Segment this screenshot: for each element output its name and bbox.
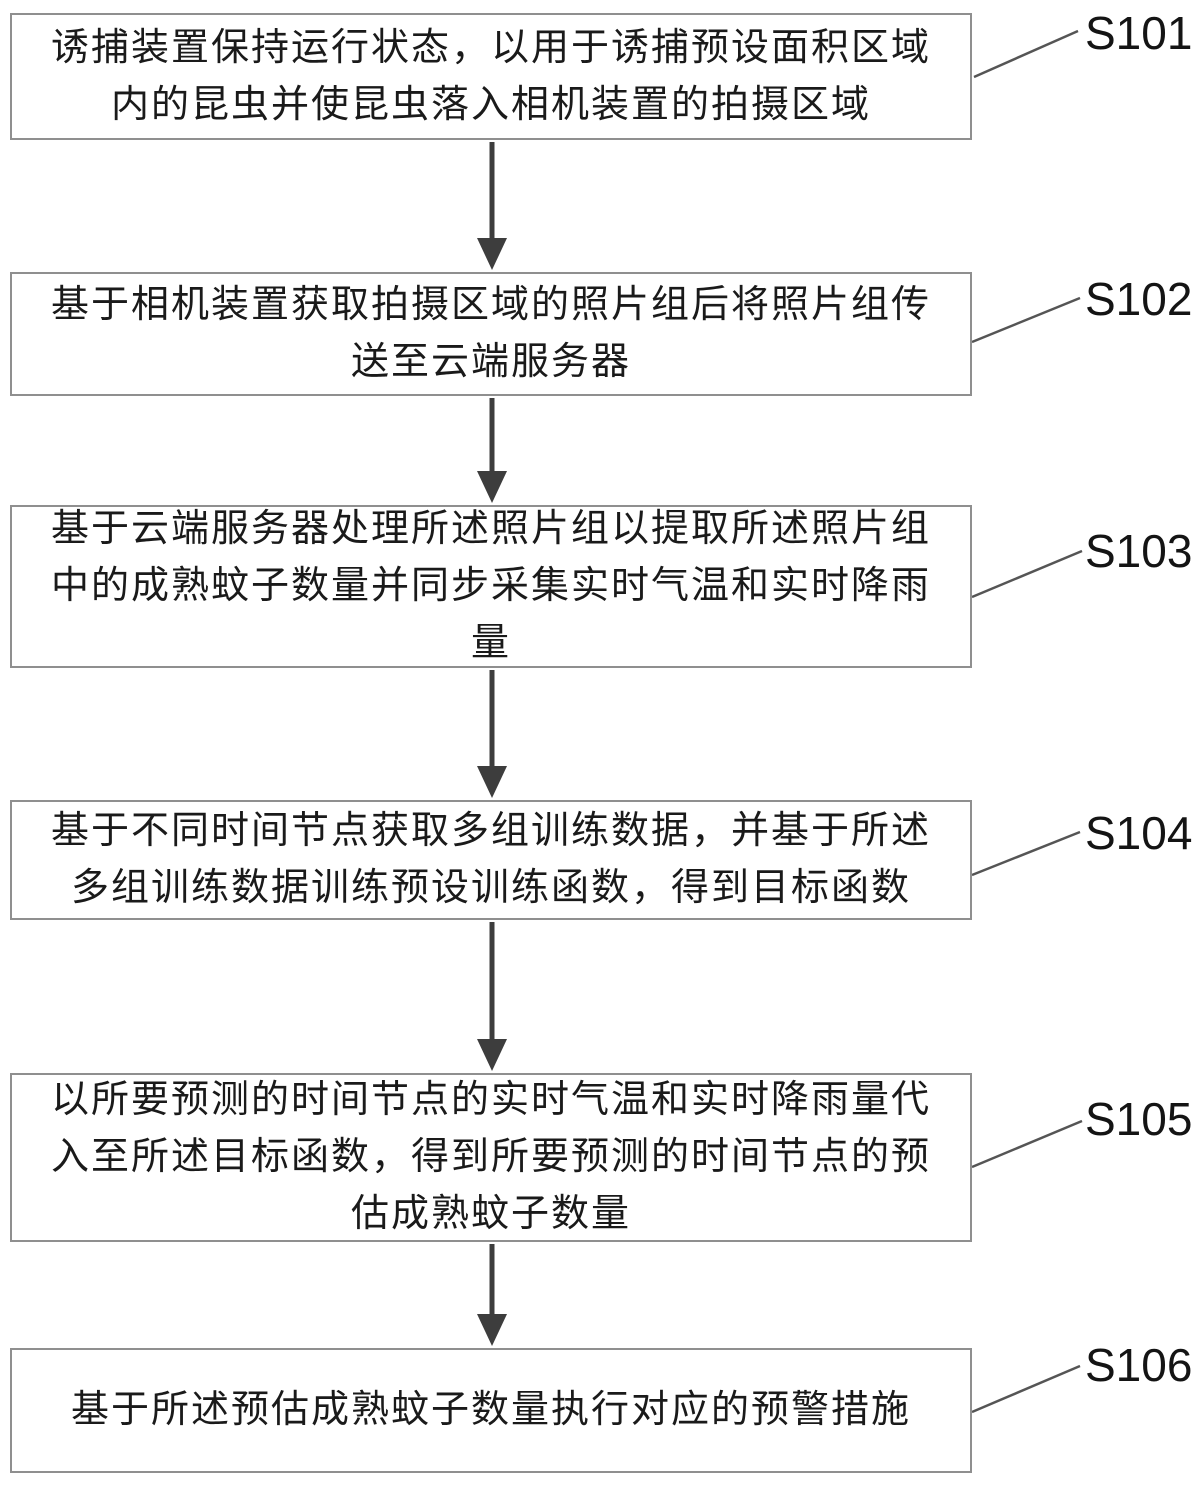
leader-line-s106: [971, 1364, 1081, 1414]
flow-arrow-s104-s105: [477, 922, 507, 1071]
step-label-s102: S102: [1085, 273, 1193, 325]
flow-step-box-s103: 基于云端服务器处理所述照片组以提取所述照片组中的成熟蚊子数量并同步采集实时气温和…: [10, 505, 972, 668]
flow-step-text-s104: 基于不同时间节点获取多组训练数据，并基于所述多组训练数据训练预设训练函数，得到目…: [50, 810, 931, 909]
leader-line-s103: [971, 549, 1083, 599]
step-label-s104: S104: [1085, 807, 1193, 859]
step-label-s105: S105: [1085, 1093, 1193, 1145]
flow-arrow-s101-s102: [477, 142, 507, 270]
flow-step-box-s104: 基于不同时间节点获取多组训练数据，并基于所述多组训练数据训练预设训练函数，得到目…: [10, 800, 972, 920]
step-label-s101: S101: [1085, 7, 1193, 59]
flow-step-box-s102: 基于相机装置获取拍摄区域的照片组后将照片组传送至云端服务器: [10, 272, 972, 396]
step-label-s103: S103: [1085, 525, 1193, 577]
flow-step-box-s101: 诱捕装置保持运行状态，以用于诱捕预设面积区域内的昆虫并使昆虫落入相机装置的拍摄区…: [10, 13, 972, 140]
leader-line-s105: [971, 1119, 1083, 1169]
flow-arrow-s105-s106: [477, 1244, 507, 1346]
step-label-s106: S106: [1085, 1339, 1193, 1391]
flow-arrow-s103-s104: [477, 670, 507, 798]
flow-step-text-s103: 基于云端服务器处理所述照片组以提取所述照片组中的成熟蚊子数量并同步采集实时气温和…: [50, 508, 931, 664]
flow-step-text-s106: 基于所述预估成熟蚊子数量执行对应的预警措施: [70, 1389, 911, 1431]
flow-step-text-s101: 诱捕装置保持运行状态，以用于诱捕预设面积区域内的昆虫并使昆虫落入相机装置的拍摄区…: [50, 26, 931, 126]
flow-arrow-s102-s103: [477, 398, 507, 503]
leader-line-s102: [971, 296, 1081, 344]
flow-step-text-s105: 以所要预测的时间节点的实时气温和实时降雨量代入至所述目标函数，得到所要预测的时间…: [50, 1079, 931, 1235]
flow-step-text-s102: 基于相机装置获取拍摄区域的照片组后将照片组传送至云端服务器: [50, 284, 931, 383]
flow-step-box-s105: 以所要预测的时间节点的实时气温和实时降雨量代入至所述目标函数，得到所要预测的时间…: [10, 1073, 972, 1242]
leader-line-s101: [973, 29, 1079, 79]
leader-line-s104: [971, 830, 1081, 877]
flow-step-box-s106: 基于所述预估成熟蚊子数量执行对应的预警措施: [10, 1348, 972, 1473]
